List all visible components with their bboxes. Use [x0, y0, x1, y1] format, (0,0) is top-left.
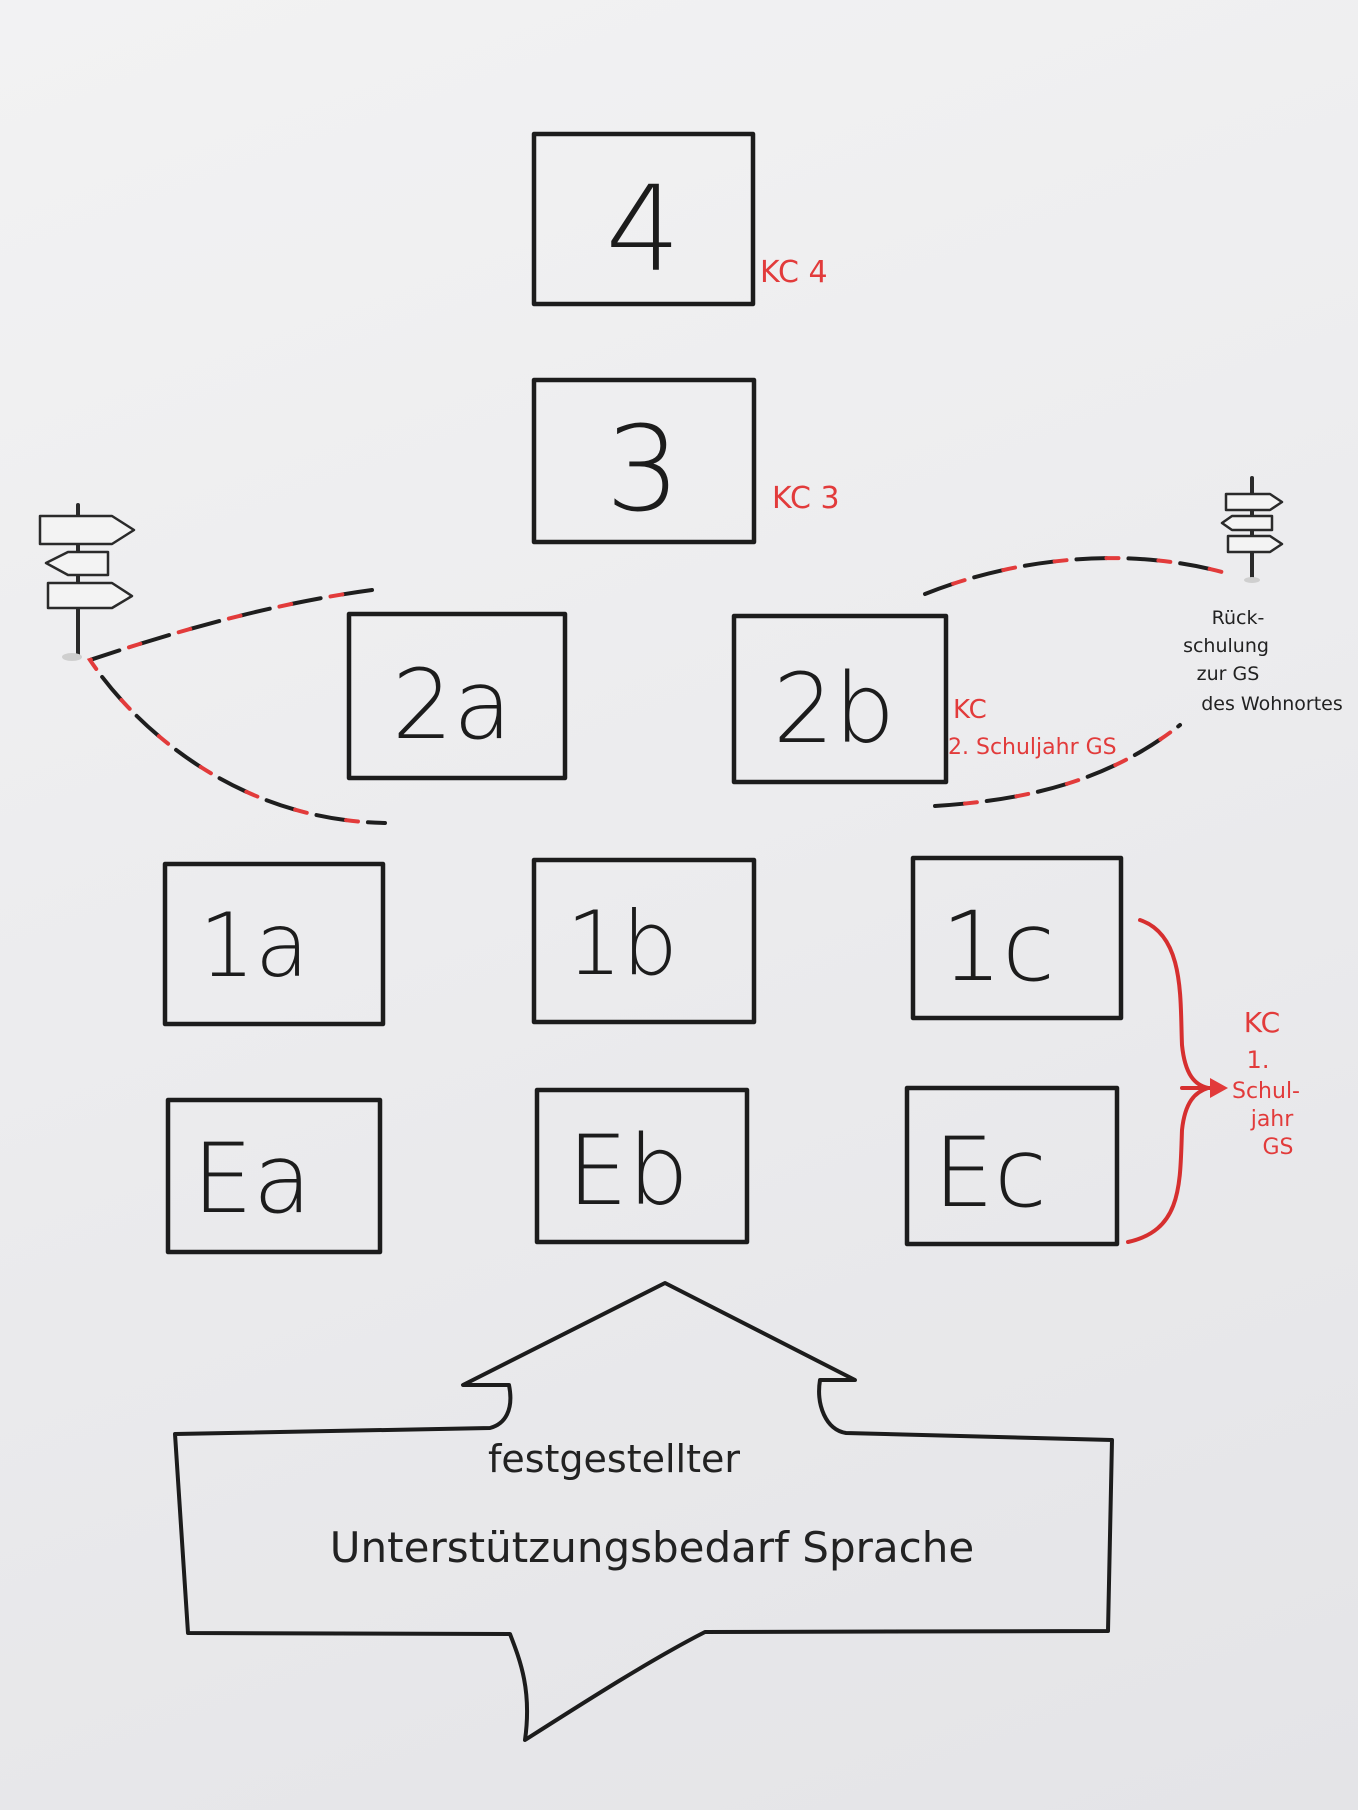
- level-ec-label: Ec: [933, 1117, 1046, 1229]
- return-note-line4: des Wohnortes: [1201, 693, 1343, 715]
- level-1c-label: 1c: [941, 891, 1055, 1003]
- level-2-note-line2: 2. Schuljahr GS: [948, 735, 1117, 760]
- bracket-note: KC 1. Schul- jahr GS: [1232, 1006, 1300, 1160]
- right-signpost-icon: [1220, 476, 1284, 583]
- level-3-note: KC 3: [772, 481, 840, 516]
- return-note-line2: schulung: [1183, 635, 1269, 657]
- bracket-note-line1: KC: [1244, 1006, 1280, 1039]
- level-ea-box: Ea: [165, 1097, 383, 1255]
- level-2a-box: 2a: [346, 611, 568, 781]
- level-2b-label: 2b: [773, 653, 895, 765]
- bracket-arrow-icon: [1210, 1078, 1228, 1098]
- level-1a-box: 1a: [162, 861, 386, 1027]
- right-dashed-loop: [923, 556, 1224, 808]
- level-2b-box: 2b: [731, 613, 949, 785]
- level-2-note-line1: KC: [953, 695, 987, 725]
- return-note-line1: Rück-: [1212, 607, 1265, 629]
- level-1c-box: 1c: [910, 855, 1124, 1021]
- level-4-label: 4: [605, 160, 680, 298]
- level-1b-label: 1b: [566, 892, 678, 995]
- level-ec-box: Ec: [904, 1085, 1120, 1247]
- level-4-box: 4: [531, 131, 756, 307]
- red-bracket: [1126, 918, 1228, 1244]
- bracket-note-line2: 1.: [1247, 1046, 1270, 1074]
- bracket-note-line3: Schul-: [1232, 1079, 1300, 1104]
- return-note: Rück- schulung zur GS des Wohnortes: [1183, 607, 1343, 715]
- level-3-box: 3: [531, 377, 757, 545]
- base-arrow-line1: festgestellter: [488, 1437, 740, 1481]
- level-eb-label: Eb: [567, 1115, 689, 1227]
- return-note-line3: zur GS: [1197, 663, 1260, 685]
- bracket-note-line4: jahr: [1250, 1107, 1295, 1132]
- level-4-note: KC 4: [760, 255, 828, 290]
- base-arrow: festgestellter Unterstützungsbedarf Spra…: [173, 1281, 1114, 1742]
- base-arrow-line2: Unterstützungsbedarf Sprache: [330, 1523, 974, 1572]
- level-1b-box: 1b: [531, 857, 757, 1025]
- left-signpost-icon: [38, 503, 136, 661]
- level-eb-box: Eb: [534, 1087, 750, 1245]
- level-2a-label: 2a: [392, 649, 512, 761]
- level-1a-label: 1a: [199, 894, 309, 997]
- left-dashed-loop: [86, 588, 387, 825]
- level-3-label: 3: [605, 400, 680, 538]
- level-ea-label: Ea: [192, 1123, 311, 1235]
- bracket-note-line5: GS: [1262, 1135, 1293, 1160]
